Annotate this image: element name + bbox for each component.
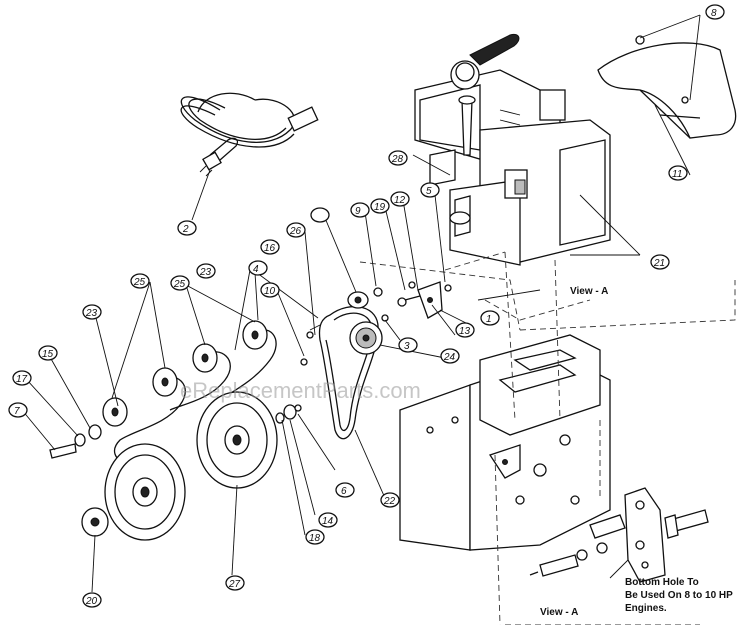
- note-line-3: Engines.: [625, 603, 667, 614]
- hub-20: [81, 507, 109, 537]
- extension-cord: [180, 92, 319, 177]
- callout-15: 15: [42, 349, 54, 360]
- large-pulley-left: [104, 443, 186, 541]
- frame-plate: [399, 334, 611, 551]
- callout-18: 18: [309, 533, 321, 544]
- callout-19: 19: [374, 202, 386, 213]
- callout-17: 17: [16, 374, 28, 385]
- engine: [414, 33, 611, 266]
- note-line-2: Be Used On 8 to 10 HP: [625, 590, 733, 601]
- callout-14: 14: [322, 516, 334, 527]
- callout-20: 20: [85, 596, 98, 607]
- callout-labels: 2 4 6 7 8 9 10 11 12 13 14 15 16 17 18 1…: [14, 8, 717, 607]
- callout-24: 24: [443, 352, 456, 363]
- callout-25-b: 25: [173, 279, 186, 290]
- small-hardware: [49, 404, 302, 459]
- callout-11: 11: [672, 169, 682, 180]
- callout-22: 22: [383, 496, 396, 507]
- engine-pulley-24: [349, 321, 383, 355]
- callout-5: 5: [426, 186, 432, 197]
- idler-bracket: [300, 281, 452, 366]
- view-a-bracket: [529, 487, 709, 583]
- callout-3: 3: [404, 341, 410, 352]
- callout-7: 7: [14, 406, 20, 417]
- callout-16: 16: [264, 243, 276, 254]
- callout-1: 1: [486, 314, 492, 325]
- small-pulley-26: [347, 291, 369, 309]
- belt-cover: [597, 35, 737, 139]
- idler-pulleys-25: [102, 320, 268, 427]
- view-a-label: View - A: [570, 286, 608, 297]
- callout-23-a: 23: [85, 308, 98, 319]
- leader-lines: [21, 14, 701, 593]
- reference-lines: [359, 251, 736, 625]
- view-a-label-bottom: View - A: [540, 607, 578, 618]
- callout-2: 2: [182, 224, 189, 235]
- callout-21: 21: [653, 258, 665, 269]
- callout-27: 27: [228, 579, 241, 590]
- callout-6: 6: [341, 486, 347, 497]
- callout-bubbles: [8, 4, 725, 608]
- callout-26: 26: [289, 226, 302, 237]
- callout-25-a: 25: [133, 277, 146, 288]
- watermark: eReplacementParts.com: [180, 378, 421, 403]
- callout-8: 8: [711, 8, 717, 19]
- note-line-1: Bottom Hole To: [625, 577, 699, 588]
- drive-belt-22: [318, 306, 379, 440]
- callout-4: 4: [253, 264, 259, 275]
- callout-28: 28: [391, 154, 404, 165]
- callout-23-b: 23: [199, 267, 212, 278]
- large-pulley-27: [196, 391, 278, 489]
- callout-12: 12: [394, 195, 406, 206]
- callout-10: 10: [264, 286, 276, 297]
- callout-9: 9: [355, 206, 361, 217]
- callout-13: 13: [459, 326, 471, 337]
